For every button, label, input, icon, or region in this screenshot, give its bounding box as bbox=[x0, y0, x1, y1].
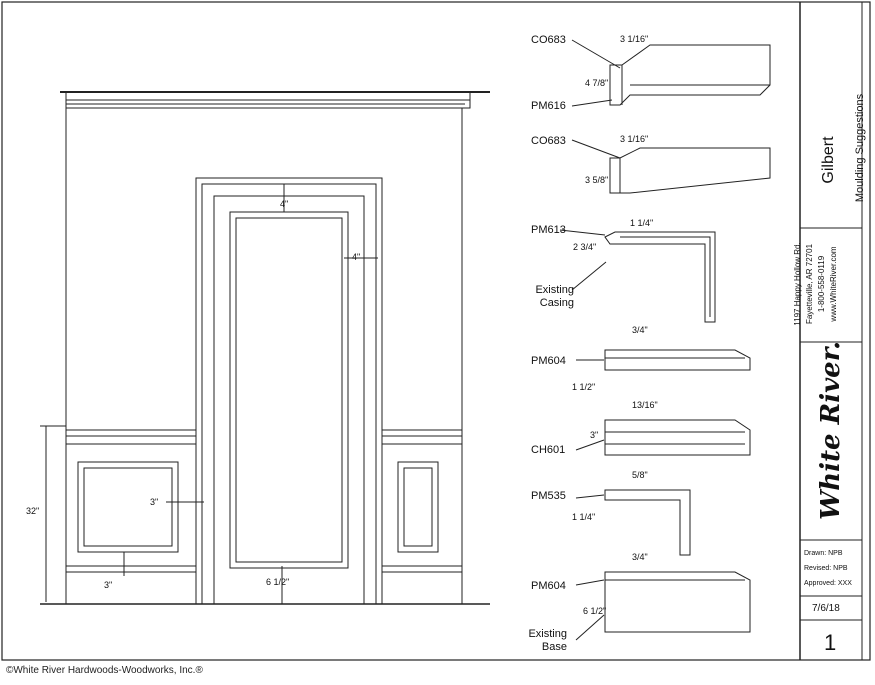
profile-dim-pm616: 4 7/8" bbox=[585, 78, 609, 88]
drawing-date: 7/6/18 bbox=[812, 603, 840, 614]
phone: 1-800-558-0119 bbox=[817, 255, 826, 313]
profile-code-ch601: CH601 bbox=[531, 444, 566, 456]
profile-dim-pm604-b: 3/4" bbox=[632, 552, 648, 562]
profile-dim-pm604-a: 3/4" bbox=[632, 325, 648, 335]
profile-code-co683-a: CO683 bbox=[531, 34, 566, 46]
project-title: Gilbert bbox=[820, 136, 837, 184]
profile-height-ch601: 3" bbox=[590, 430, 599, 440]
address-line-1: 1197 Happy Hollow Rd. bbox=[793, 242, 802, 326]
drawn-by: Drawn: NPB bbox=[804, 550, 843, 557]
project-subtitle: Moulding Suggestions bbox=[854, 93, 866, 203]
sheet-number: 1 bbox=[824, 630, 837, 655]
copyright-footer: ©White River Hardwoods-Woodworks, Inc.® bbox=[6, 665, 203, 676]
profile-code-pm604-b: PM604 bbox=[531, 580, 566, 592]
profile-dim-pm535: 5/8" bbox=[632, 470, 648, 480]
profile-height-pm613: 2 3/4" bbox=[573, 242, 597, 252]
dim-bottom: 6 1/2" bbox=[266, 577, 290, 587]
profile-height-pm604-a: 1 1/2" bbox=[572, 382, 596, 392]
profile-code-pm535: PM535 bbox=[531, 490, 566, 502]
profile-existing-base: Existing Base bbox=[528, 628, 567, 653]
profile-code-pm613: PM613 bbox=[531, 224, 566, 236]
profile-height-pm535: 1 1/4" bbox=[572, 512, 596, 522]
profile-height-co683-b: 3 5/8" bbox=[585, 175, 609, 185]
profile-code-co683-b: CO683 bbox=[531, 135, 566, 147]
dim-panel-gap: 3" bbox=[150, 497, 159, 507]
dim-door-side: 4" bbox=[352, 252, 361, 262]
dim-base: 3" bbox=[104, 580, 113, 590]
website: www.WhiteRiver.com bbox=[829, 246, 838, 322]
profile-code-pm616: PM616 bbox=[531, 100, 566, 112]
profile-dim-pm613: 1 1/4" bbox=[630, 218, 654, 228]
address-line-2: Fayetteville, AR 72701 bbox=[805, 243, 814, 325]
approved-by: Approved: XXX bbox=[804, 580, 852, 587]
profile-code-pm604-a: PM604 bbox=[531, 355, 566, 367]
revised-by: Revised: NPB bbox=[804, 565, 848, 572]
profile-dim-co683-b: 3 1/16" bbox=[620, 134, 649, 144]
profile-existing-casing: Existing Casing bbox=[535, 284, 574, 309]
profile-height-pm604-b: 6 1/2" bbox=[583, 606, 607, 616]
dim-door-top: 4" bbox=[280, 199, 289, 209]
profile-dim-ch601: 13/16" bbox=[632, 400, 658, 410]
profile-dim-co683-a: 3 1/16" bbox=[620, 34, 649, 44]
dim-wainscot: 32" bbox=[26, 506, 40, 516]
white-river-logo: White River. bbox=[816, 340, 846, 520]
